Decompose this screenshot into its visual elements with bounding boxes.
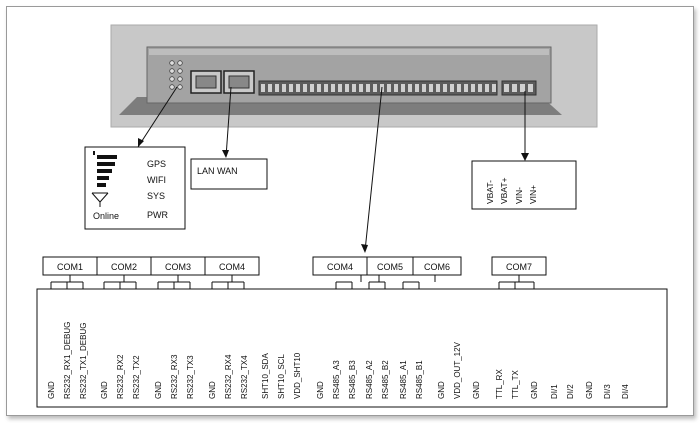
com-port-label: COM3 bbox=[165, 262, 191, 272]
pin-label: RS485_B3 bbox=[348, 360, 357, 399]
pin-label: TTL_TX bbox=[511, 369, 520, 399]
power-pin-label: VBAT- bbox=[485, 180, 495, 204]
led-label-gps: GPS bbox=[147, 159, 166, 169]
pin-label: RS232_RX4 bbox=[224, 354, 233, 399]
power-pin-label: VIN- bbox=[514, 187, 524, 204]
pin-label: VDD_OUT_12V bbox=[453, 341, 462, 399]
com-port-label: COM4 bbox=[327, 262, 353, 272]
com-port-label: COM7 bbox=[506, 262, 532, 272]
power-terminal bbox=[501, 80, 537, 96]
led-dot bbox=[169, 60, 175, 66]
pin-label: RS232_TX4 bbox=[240, 355, 249, 399]
pin-label: RS232_TX1_DEBUG bbox=[79, 323, 88, 399]
pin-label: DI/4 bbox=[621, 384, 630, 399]
led-dot bbox=[177, 60, 183, 66]
pin-label: RS232_TX2 bbox=[132, 355, 141, 399]
com-port-box: COM5 bbox=[366, 256, 414, 276]
terminal-block bbox=[258, 80, 498, 96]
lan-wan-box: LAN WAN bbox=[190, 158, 268, 190]
device-photo bbox=[110, 24, 598, 128]
antenna-icon bbox=[91, 192, 109, 207]
led-label-pwr: PWR bbox=[147, 210, 168, 220]
com-port-label: COM1 bbox=[57, 262, 83, 272]
online-label: Online bbox=[93, 211, 119, 221]
pin-label: SHT10_SDA bbox=[261, 353, 270, 399]
pin-label: RS485_A3 bbox=[332, 360, 341, 399]
pin-label: GND bbox=[316, 381, 325, 399]
power-box: VBAT- VBAT+ VIN- VIN+ bbox=[471, 160, 577, 210]
power-pin-label: VBAT+ bbox=[499, 177, 509, 204]
pin-label: GND bbox=[208, 381, 217, 399]
pin-label: GND bbox=[154, 381, 163, 399]
signal-bars-icon bbox=[93, 151, 117, 187]
diagram-frame: Online GPS WIFI SYS PWR LAN WAN VBAT-VBA… bbox=[6, 6, 694, 416]
com-port-box: COM7 bbox=[491, 256, 547, 276]
led-dot bbox=[177, 68, 183, 74]
pin-label: VDD_SHT10 bbox=[293, 352, 302, 399]
pin-label: GND bbox=[530, 381, 539, 399]
com-port-box: COM4 bbox=[312, 256, 368, 276]
led-indicators bbox=[169, 60, 183, 90]
led-dot bbox=[177, 84, 183, 90]
led-label-sys: SYS bbox=[147, 191, 165, 201]
pin-label: GND bbox=[47, 381, 56, 399]
com-port-box: COM6 bbox=[412, 256, 462, 276]
led-dot bbox=[169, 68, 175, 74]
lan-wan-label: LAN WAN bbox=[197, 166, 238, 176]
com-port-label: COM2 bbox=[111, 262, 137, 272]
device-pinout-diagram: Online GPS WIFI SYS PWR LAN WAN VBAT-VBA… bbox=[36, 24, 668, 408]
pin-label: GND bbox=[585, 381, 594, 399]
pin-label: RS485_A1 bbox=[399, 360, 408, 399]
pin-label: RS485_A2 bbox=[365, 360, 374, 399]
pin-label: RS232_RX3 bbox=[170, 354, 179, 399]
pin-label: GND bbox=[437, 381, 446, 399]
com-port-box: COM4 bbox=[204, 256, 260, 276]
pin-label: DI/3 bbox=[603, 384, 612, 399]
com-port-label: COM6 bbox=[424, 262, 450, 272]
led-dot bbox=[177, 76, 183, 82]
main-connector bbox=[36, 288, 668, 408]
pin-label: DI/1 bbox=[550, 384, 559, 399]
led-legend: Online GPS WIFI SYS PWR bbox=[84, 146, 186, 230]
pin-label: RS232_RX1_DEBUG bbox=[63, 322, 72, 399]
pin-label: TTL_RX bbox=[495, 369, 504, 399]
com-port-box: COM1 bbox=[42, 256, 98, 276]
pin-label: RS232_RX2 bbox=[116, 354, 125, 399]
pin-label: SHT10_SCL bbox=[277, 354, 286, 399]
led-dot bbox=[169, 84, 175, 90]
com-port-box: COM2 bbox=[96, 256, 152, 276]
power-pin-label: VIN+ bbox=[528, 185, 538, 204]
pin-label: DI/2 bbox=[566, 384, 575, 399]
pin-label: GND bbox=[100, 381, 109, 399]
com-port-label: COM4 bbox=[219, 262, 245, 272]
pin-label: RS485_B1 bbox=[415, 360, 424, 399]
led-dot bbox=[169, 76, 175, 82]
led-label-wifi: WIFI bbox=[147, 175, 166, 185]
com-port-label: COM5 bbox=[377, 262, 403, 272]
pin-label: RS485_B2 bbox=[381, 360, 390, 399]
com-port-box: COM3 bbox=[150, 256, 206, 276]
pin-label: RS232_TX3 bbox=[186, 355, 195, 399]
pin-label: GND bbox=[472, 381, 481, 399]
